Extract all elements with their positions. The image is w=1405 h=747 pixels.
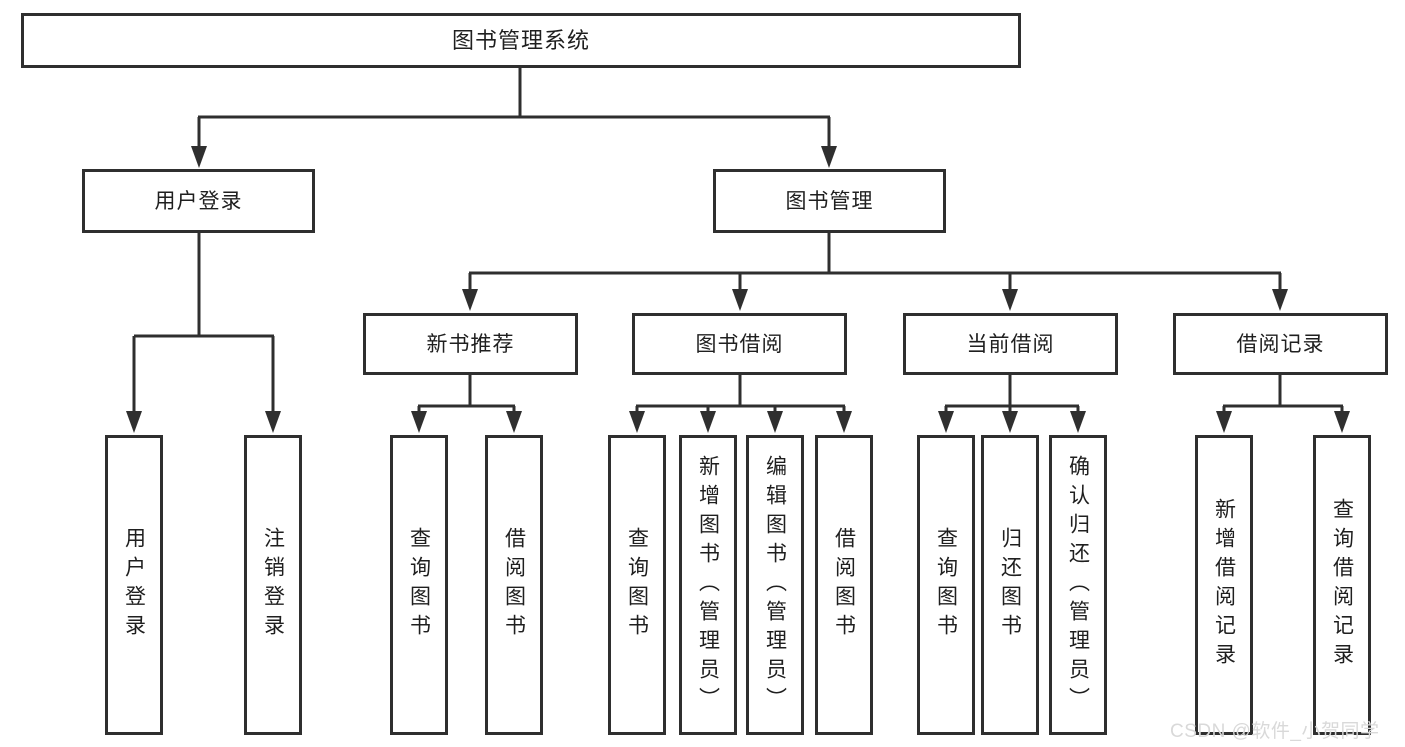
leaf-edit-book-admin-label: 编辑图书（管理员） xyxy=(763,454,787,716)
node-borrow-records: 借阅记录 xyxy=(1173,313,1388,375)
leaf-query-books-borrow: 查询图书 xyxy=(608,435,666,735)
leaf-edit-book-admin: 编辑图书（管理员） xyxy=(746,435,804,735)
edge-management-to-level3 xyxy=(462,233,1288,311)
node-user-login: 用户登录 xyxy=(82,169,315,233)
leaf-user-login-label: 用户登录 xyxy=(122,527,146,643)
leaf-query-books-recommend: 查询图书 xyxy=(390,435,448,735)
edge-records-to-leaves xyxy=(1216,375,1350,433)
edge-root-to-level2 xyxy=(191,68,837,168)
leaf-return-book-label: 归还图书 xyxy=(998,527,1022,643)
node-current-borrow-label: 当前借阅 xyxy=(966,332,1055,356)
edge-login-to-leaves xyxy=(126,233,281,433)
leaf-confirm-return-admin-label: 确认归还（管理员） xyxy=(1066,454,1090,716)
node-user-login-label: 用户登录 xyxy=(154,189,243,213)
leaf-user-login: 用户登录 xyxy=(105,435,163,735)
leaf-query-books-current: 查询图书 xyxy=(917,435,975,735)
leaf-query-borrow-record-label: 查询借阅记录 xyxy=(1330,498,1354,672)
csdn-watermark: CSDN @软件_小贺同学 xyxy=(1170,721,1380,742)
edge-borrow-to-leaves xyxy=(629,375,852,433)
node-root: 图书管理系统 xyxy=(21,13,1021,68)
node-book-management-label: 图书管理 xyxy=(785,189,874,213)
leaf-borrow-books-borrow-label: 借阅图书 xyxy=(832,527,856,643)
leaf-borrow-books-recommend: 借阅图书 xyxy=(485,435,543,735)
leaf-add-book-admin-label: 新增图书（管理员） xyxy=(696,454,720,716)
leaf-query-books-recommend-label: 查询图书 xyxy=(407,527,431,643)
node-new-book-recommend-label: 新书推荐 xyxy=(426,332,515,356)
leaf-query-borrow-record: 查询借阅记录 xyxy=(1313,435,1371,735)
node-new-book-recommend: 新书推荐 xyxy=(363,313,578,375)
leaf-confirm-return-admin: 确认归还（管理员） xyxy=(1049,435,1107,735)
node-book-borrow-label: 图书借阅 xyxy=(695,332,784,356)
node-book-management: 图书管理 xyxy=(713,169,946,233)
node-current-borrow: 当前借阅 xyxy=(903,313,1118,375)
node-borrow-records-label: 借阅记录 xyxy=(1236,332,1325,356)
node-root-label: 图书管理系统 xyxy=(451,27,590,53)
leaf-query-books-current-label: 查询图书 xyxy=(934,527,958,643)
leaf-logout: 注销登录 xyxy=(244,435,302,735)
leaf-borrow-books-borrow: 借阅图书 xyxy=(815,435,873,735)
leaf-return-book: 归还图书 xyxy=(981,435,1039,735)
leaf-logout-label: 注销登录 xyxy=(261,527,285,643)
leaf-add-book-admin: 新增图书（管理员） xyxy=(679,435,737,735)
leaf-add-borrow-record: 新增借阅记录 xyxy=(1195,435,1253,735)
leaf-query-books-borrow-label: 查询图书 xyxy=(625,527,649,643)
node-book-borrow: 图书借阅 xyxy=(632,313,847,375)
leaf-add-borrow-record-label: 新增借阅记录 xyxy=(1212,498,1236,672)
edge-recommend-to-leaves xyxy=(411,375,522,433)
leaf-borrow-books-recommend-label: 借阅图书 xyxy=(502,527,526,643)
edge-current-to-leaves xyxy=(938,375,1086,433)
